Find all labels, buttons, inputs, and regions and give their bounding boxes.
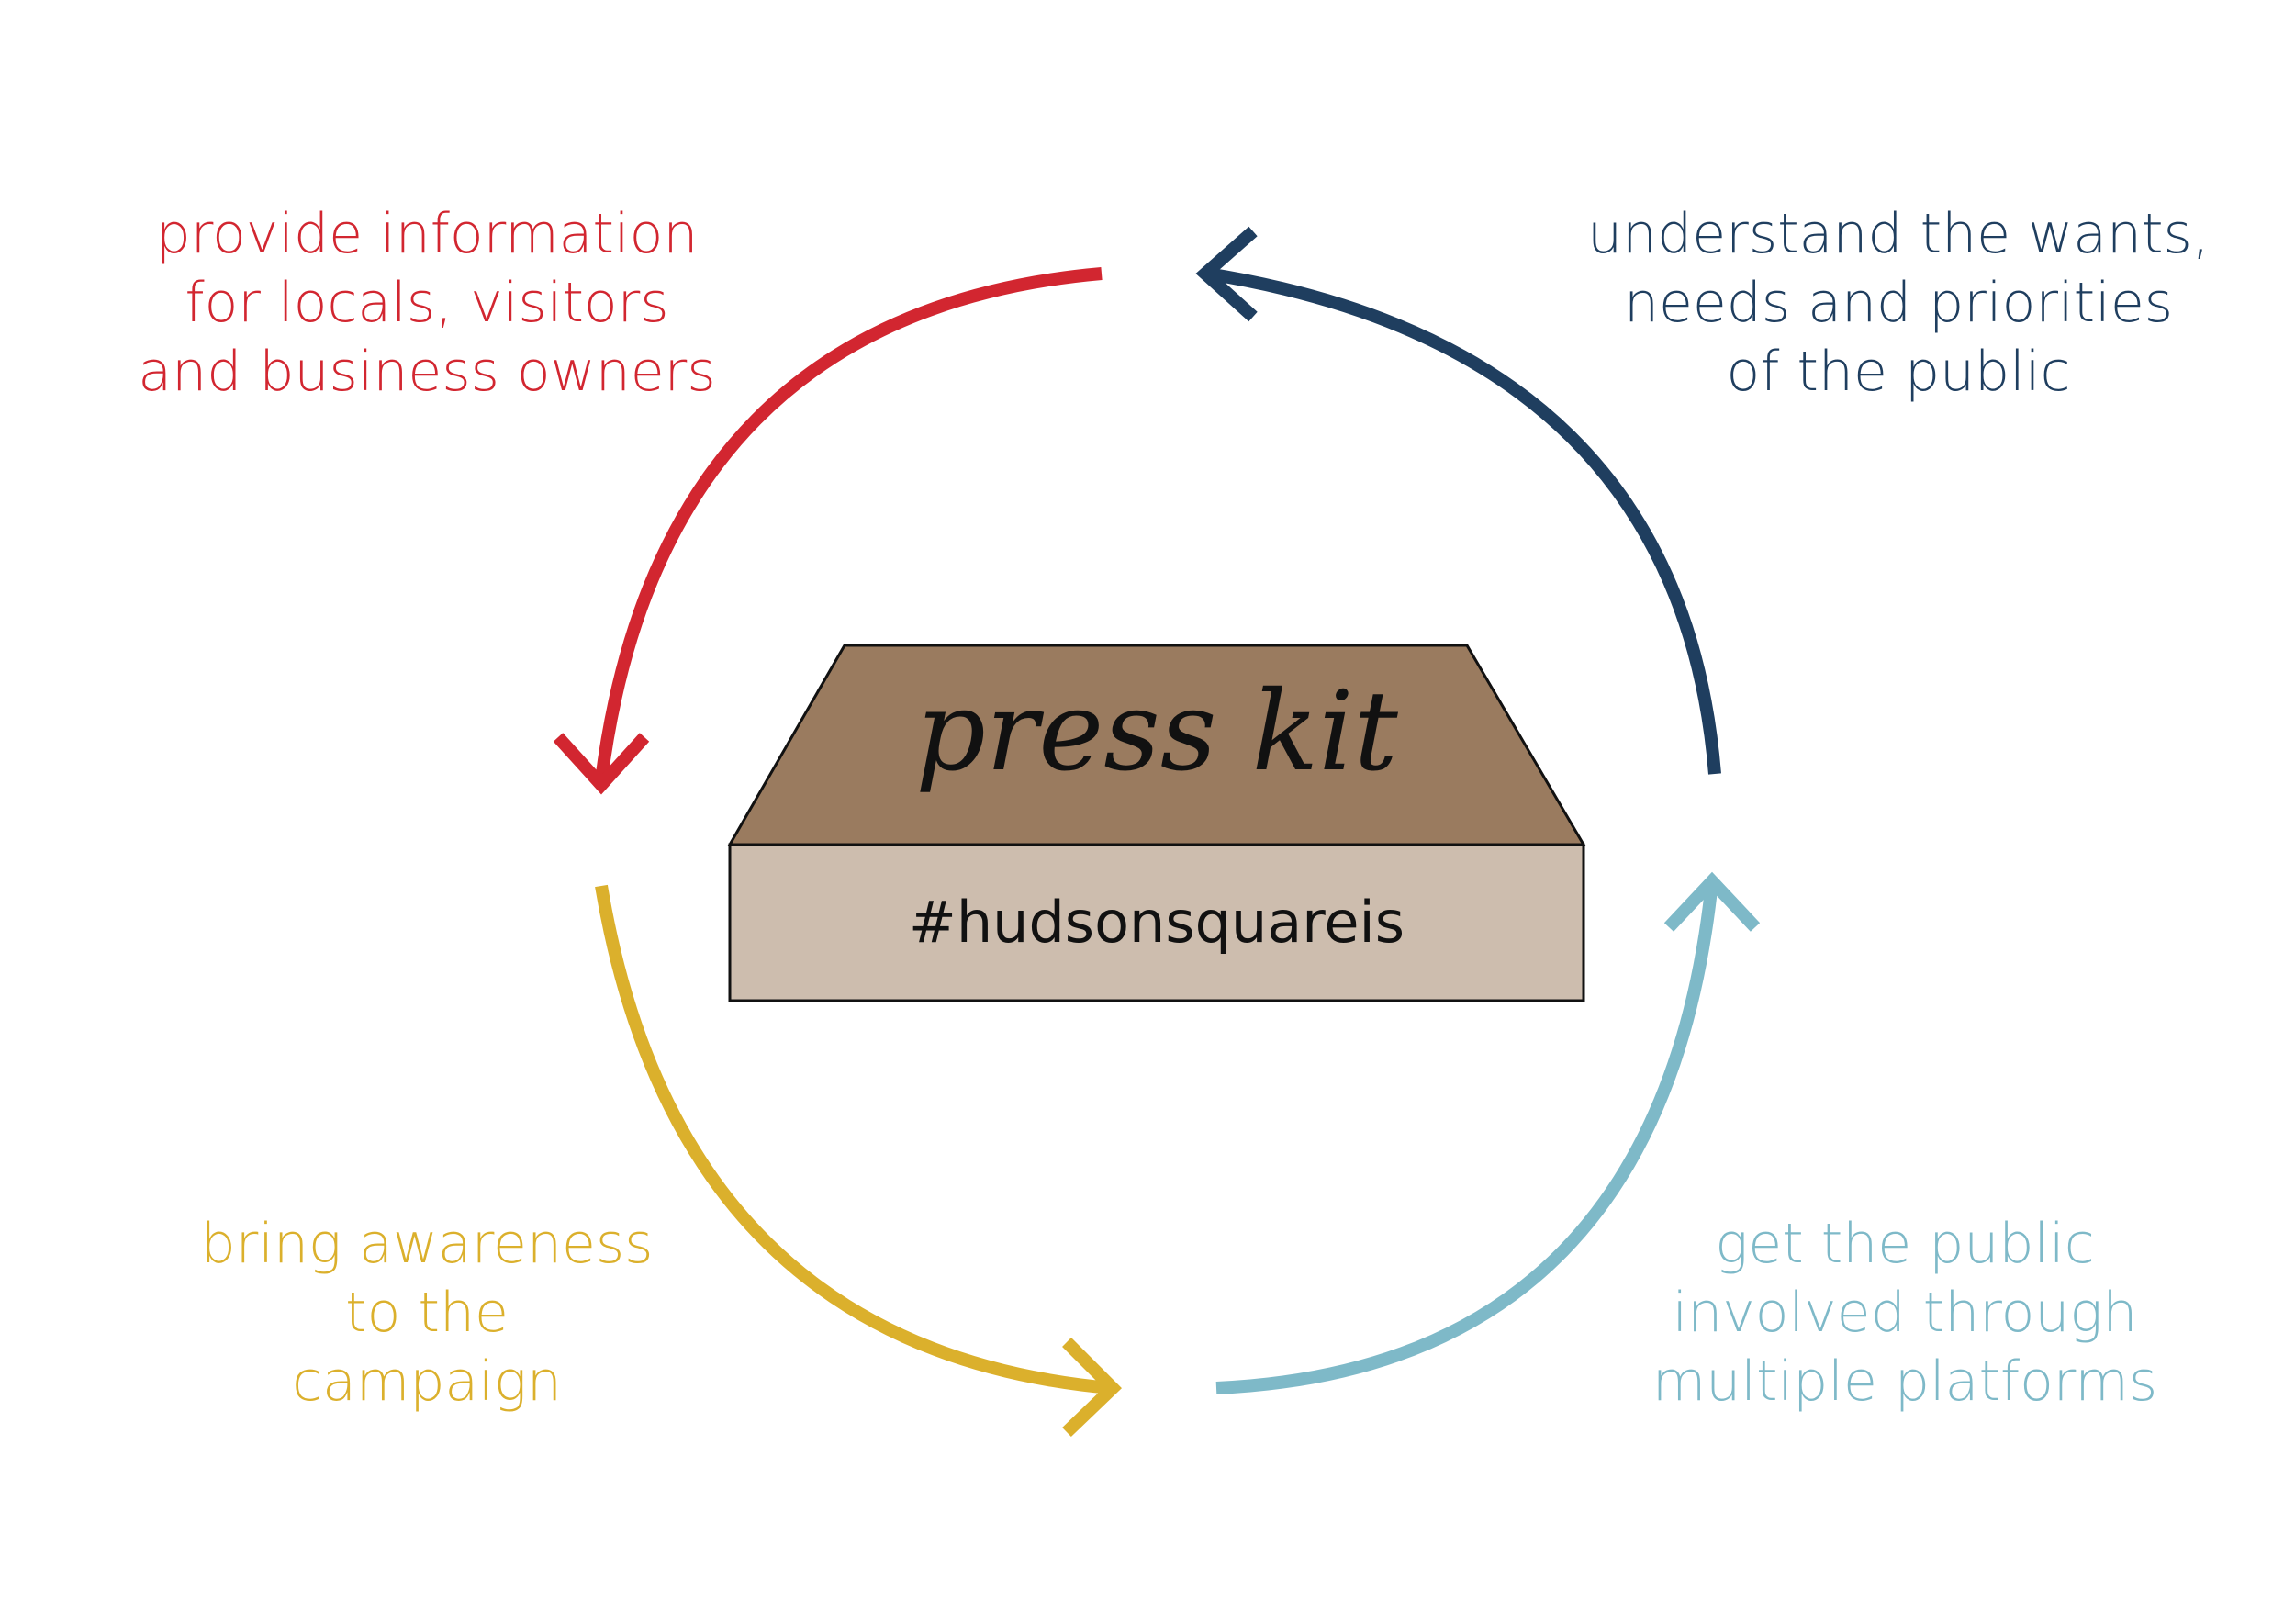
navy-arrowhead [1195, 226, 1258, 322]
label-top-right-line-3: of the public [1727, 340, 2071, 404]
box-front [728, 843, 1585, 1002]
label-top-left-line-1: provide information [156, 202, 699, 266]
label-top-left-line-3: and business owners [138, 340, 715, 404]
label-top-right: understand the wants, needs and prioriti… [1587, 202, 2210, 404]
gold-arrow [595, 884, 1112, 1394]
label-bottom-right-line-2: involved through [1673, 1281, 2138, 1345]
box-hashtag: #hudsonsquareis [909, 889, 1405, 956]
label-bottom-left-line-2: to the [345, 1281, 509, 1345]
label-top-left: provide information for locals, visitors… [138, 202, 715, 404]
light-blue-arrow [1215, 880, 1718, 1394]
label-bottom-right-line-1: get the public [1715, 1212, 2095, 1276]
light-blue-arrowhead [1663, 871, 1761, 932]
box-title: press kit [915, 668, 1399, 796]
label-bottom-right: get the public involved through multiple… [1652, 1212, 2157, 1414]
navy-arrow [1205, 267, 1721, 775]
label-bottom-right-line-3: multiple platforms [1652, 1350, 2157, 1414]
label-top-right-line-2: needs and priorities [1624, 271, 2173, 335]
label-top-right-line-1: understand the wants, [1587, 202, 2210, 266]
red-arrow [595, 267, 1103, 781]
cycle-arrows [553, 226, 1761, 1438]
label-bottom-left: bring awareness to the campaign [201, 1212, 654, 1414]
label-top-left-line-2: for locals, visitors [185, 271, 668, 335]
press-kit-box: press kit #hudsonsquareis [727, 644, 1586, 1002]
label-bottom-left-line-1: bring awareness [201, 1212, 654, 1276]
gold-arrowhead [1062, 1338, 1123, 1438]
red-arrowhead [553, 733, 650, 795]
label-bottom-left-line-3: campaign [292, 1350, 562, 1414]
